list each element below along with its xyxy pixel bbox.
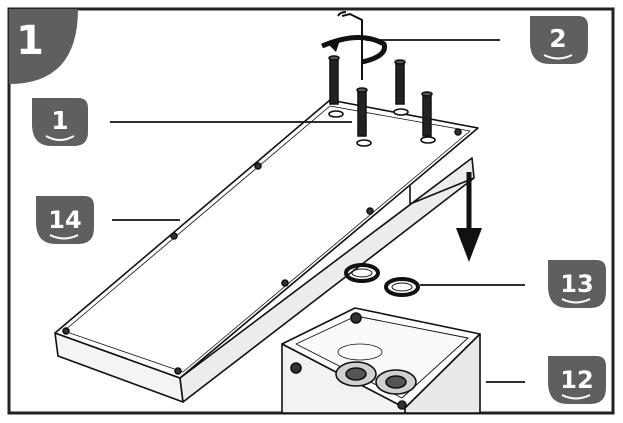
callout-label-14: 14 xyxy=(48,206,81,234)
callout-1: 1 xyxy=(32,98,88,146)
leader-lines xyxy=(110,39,525,383)
step-number: 1 xyxy=(16,18,44,64)
callout-14: 14 xyxy=(36,196,94,244)
callout-label-13: 13 xyxy=(560,270,593,298)
mounting-plate xyxy=(54,99,479,403)
callout-12: 12 xyxy=(548,356,606,404)
callout-2: 2 xyxy=(530,16,588,64)
step-badge: 1 xyxy=(9,9,78,84)
callout-label-12: 12 xyxy=(560,366,593,394)
junction-box xyxy=(281,307,481,414)
callout-13: 13 xyxy=(548,260,606,308)
bolts xyxy=(328,55,433,137)
hex-key-tool xyxy=(321,11,388,80)
callout-label-1: 1 xyxy=(51,106,68,135)
down-arrow-icon xyxy=(456,172,482,262)
sealing-rings xyxy=(344,263,420,297)
callout-label-2: 2 xyxy=(549,24,566,53)
